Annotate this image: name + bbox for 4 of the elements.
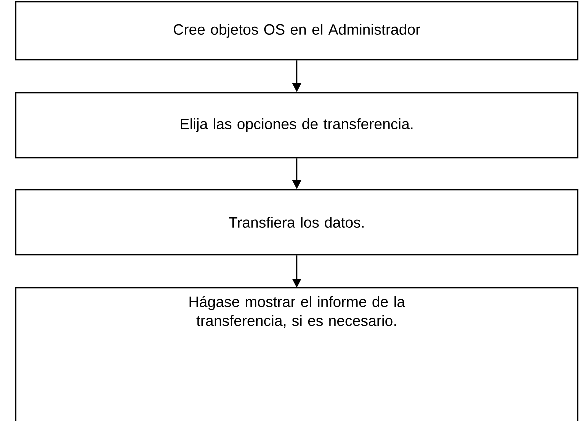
process-box: Transfiera los datos. [15, 189, 579, 256]
process-box: Hágase mostrar el informe de la transferencia, si es necesario. [15, 287, 579, 421]
process-box: Cree objetos OS en el Administrador [15, 1, 579, 61]
process-box: Elija las opciones de transferencia. [15, 92, 579, 159]
